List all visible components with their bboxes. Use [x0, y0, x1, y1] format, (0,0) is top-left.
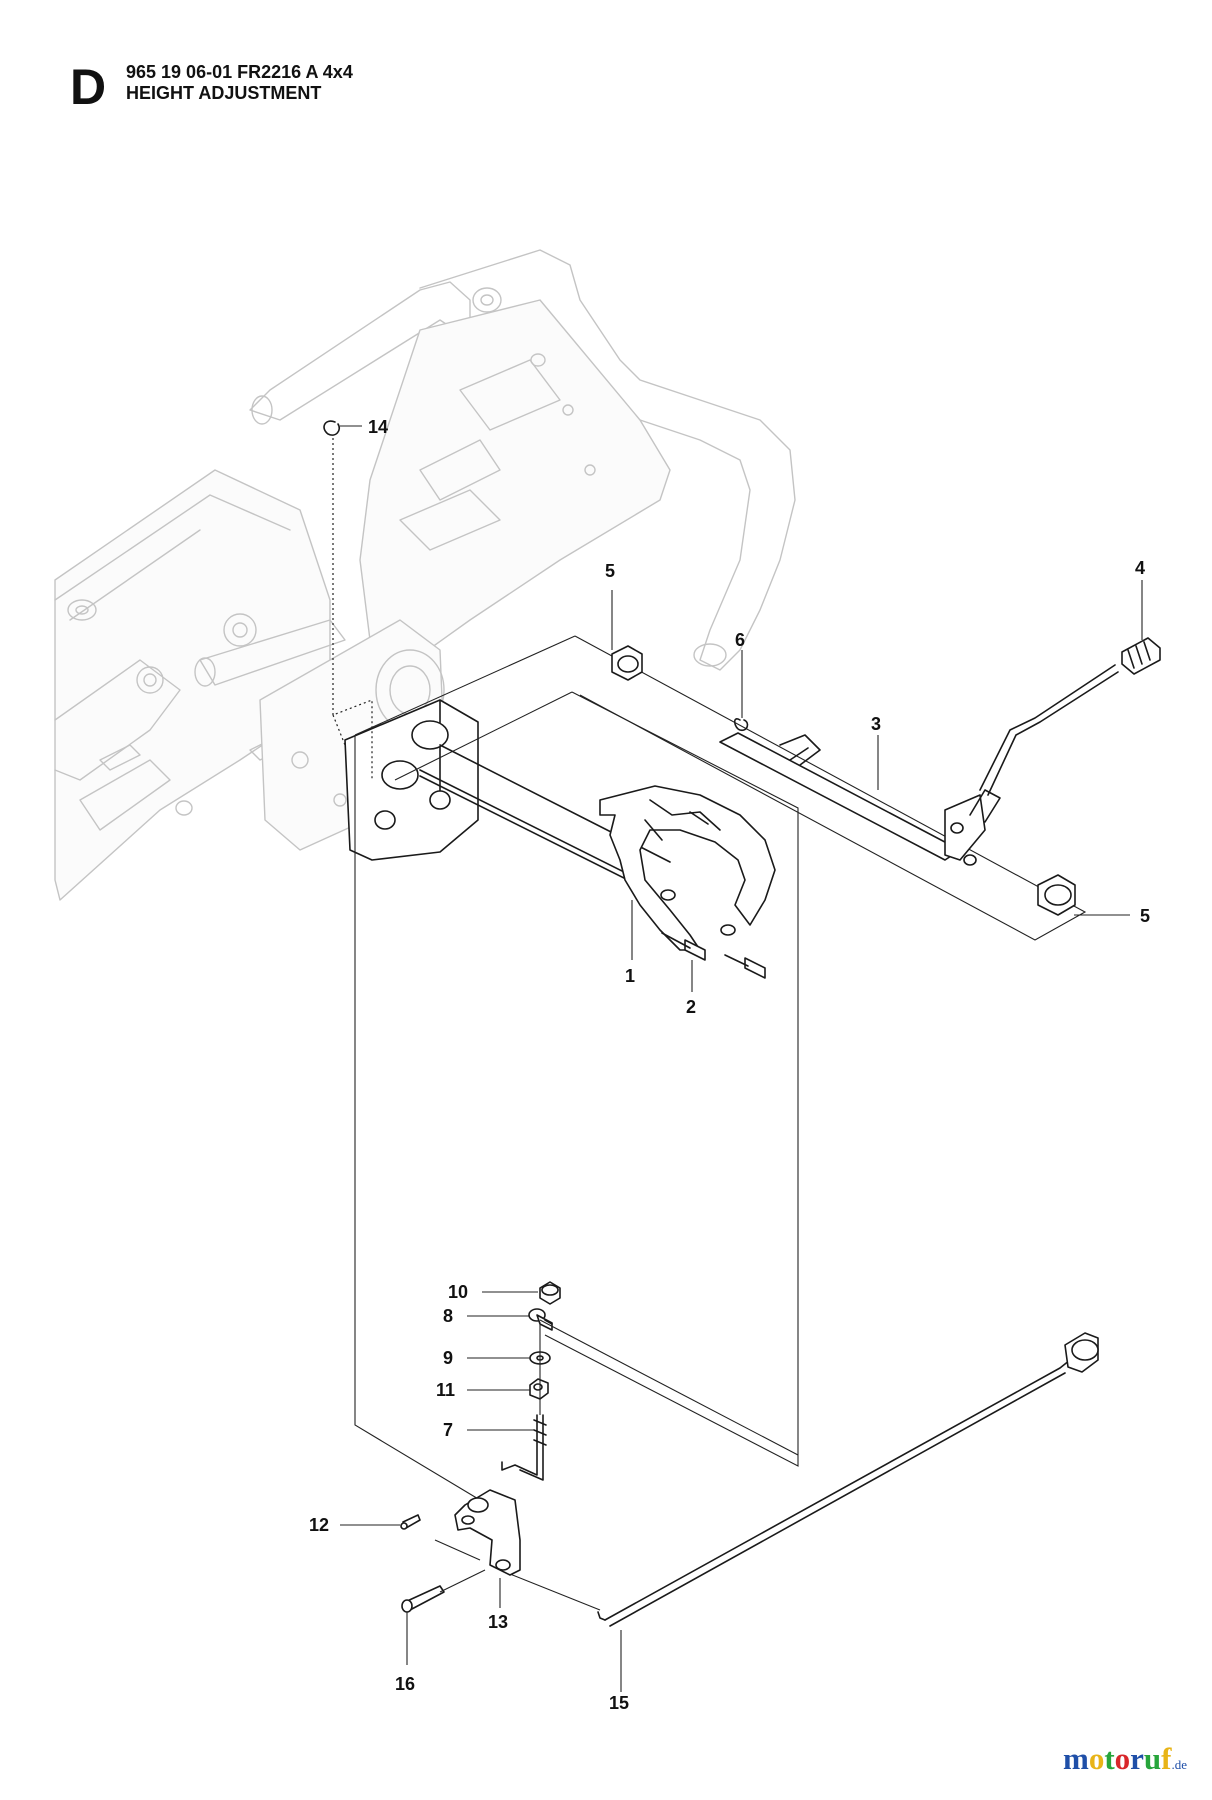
logo-letter: m: [1063, 1741, 1089, 1776]
diagram-header: 965 19 06-01 FR2216 A 4x4 HEIGHT ADJUSTM…: [126, 62, 353, 104]
part-15-lift-rod: [597, 1332, 1099, 1627]
model-number: 965 19 06-01 FR2216 A 4x4: [126, 62, 353, 82]
callout-10: 10: [448, 1282, 468, 1302]
lift-bracket: [344, 699, 479, 861]
callout-4: 4: [1135, 558, 1145, 578]
callout-8: 8: [443, 1306, 453, 1326]
height-sector-plate: [599, 785, 776, 951]
leader-lines: [340, 425, 1143, 1692]
callout-9: 9: [443, 1348, 453, 1368]
logo-letter: o: [1088, 1741, 1105, 1776]
logo-letter: f: [1161, 1741, 1172, 1776]
callout-labels: 14 5 6 4 3 5 1 2 10 8 9 11 7 12 13 16 15: [309, 417, 1150, 1713]
part-5-bushing-upper: [611, 645, 643, 681]
part-4-knob: [1121, 637, 1161, 675]
part-12-pin: [400, 1514, 421, 1530]
part-5-bushing-lower: [1037, 874, 1076, 916]
part-10-nut: [539, 1281, 561, 1305]
callout-13: 13: [488, 1612, 508, 1632]
callout-15: 15: [609, 1693, 629, 1713]
callout-2: 2: [686, 997, 696, 1017]
reference-lines: [354, 635, 1087, 1611]
logo-letter: t: [1104, 1741, 1115, 1776]
callout-5-lower: 5: [1140, 906, 1150, 926]
part-6-clip: [733, 718, 749, 732]
part-7-link-rod: [501, 1414, 547, 1481]
logo-letter: u: [1143, 1741, 1162, 1776]
part-13-lift-lever: [454, 1489, 521, 1576]
callout-7: 7: [443, 1420, 453, 1440]
part-14-clip: [323, 420, 341, 436]
logo-wordmark: motoruf: [1063, 1741, 1172, 1776]
motoruf-logo: motoruf.de: [1063, 1743, 1187, 1774]
part-11-nut: [529, 1378, 549, 1400]
callout-14: 14: [368, 417, 388, 437]
callout-3: 3: [871, 714, 881, 734]
section-title: HEIGHT ADJUSTMENT: [126, 83, 322, 103]
section-letter: D: [70, 59, 107, 115]
logo-tld: .de: [1171, 1757, 1188, 1772]
part-16-pin: [401, 1585, 445, 1613]
callout-6: 6: [735, 630, 745, 650]
callout-5-upper: 5: [605, 561, 615, 581]
part-3-lever-shaft: [719, 664, 1119, 866]
logo-letter: o: [1114, 1741, 1131, 1776]
callout-16: 16: [395, 1674, 415, 1694]
callout-1: 1: [625, 966, 635, 986]
callout-12: 12: [309, 1515, 329, 1535]
part-2-bolts: [661, 932, 766, 979]
logo-letter: r: [1130, 1741, 1144, 1776]
callout-11: 11: [436, 1380, 455, 1400]
